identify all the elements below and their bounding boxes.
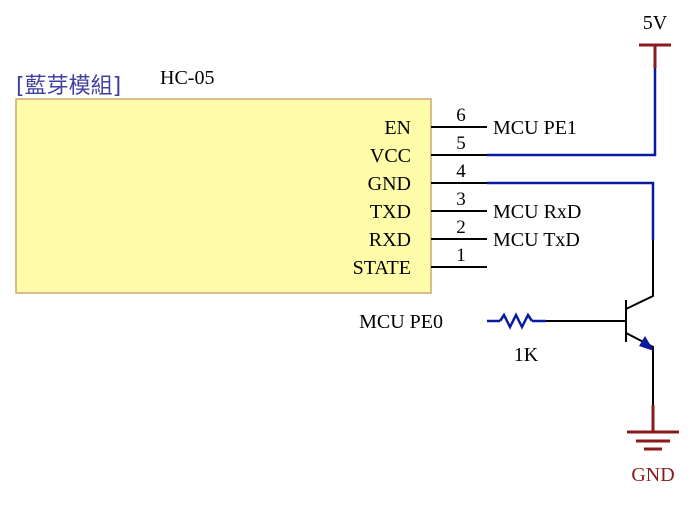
pin-2-name: RXD xyxy=(369,229,411,251)
ground-symbol xyxy=(627,405,679,451)
gnd-wire xyxy=(487,181,655,240)
pin-1-number: 1 xyxy=(456,245,466,266)
pin-1-name: STATE xyxy=(353,257,411,279)
pin-6-name: EN xyxy=(384,117,411,139)
pin-stubs xyxy=(431,126,487,268)
power-label: 5V xyxy=(643,12,668,34)
resistor-value: 1K xyxy=(514,344,539,366)
transistor-emitter xyxy=(625,332,654,405)
pin-2-number: 2 xyxy=(456,217,466,238)
net-label-rxd: MCU RxD xyxy=(493,201,581,223)
pin-4-number: 4 xyxy=(456,161,466,182)
pin-3-number: 3 xyxy=(456,189,466,210)
resistor-1k xyxy=(487,312,572,330)
ground-label: GND xyxy=(631,464,674,486)
hc05-module-body xyxy=(15,98,432,294)
transistor-collector xyxy=(625,240,654,310)
module-tag: [藍芽模組] xyxy=(16,74,121,99)
pin-3-name: TXD xyxy=(370,201,411,223)
net-label-txd: MCU TxD xyxy=(493,229,580,251)
net-label-pe1: MCU PE1 xyxy=(493,117,577,139)
pin-5-number: 5 xyxy=(456,133,466,154)
emitter-arrow-icon xyxy=(639,336,654,351)
vcc-wire xyxy=(487,68,657,157)
control-net-label: MCU PE0 xyxy=(359,311,443,333)
pin-5-name: VCC xyxy=(370,145,411,167)
power-symbol-5v xyxy=(639,43,671,68)
module-name: HC-05 xyxy=(160,67,214,89)
pin-6-number: 6 xyxy=(456,105,466,126)
pin-4-name: GND xyxy=(368,173,411,195)
